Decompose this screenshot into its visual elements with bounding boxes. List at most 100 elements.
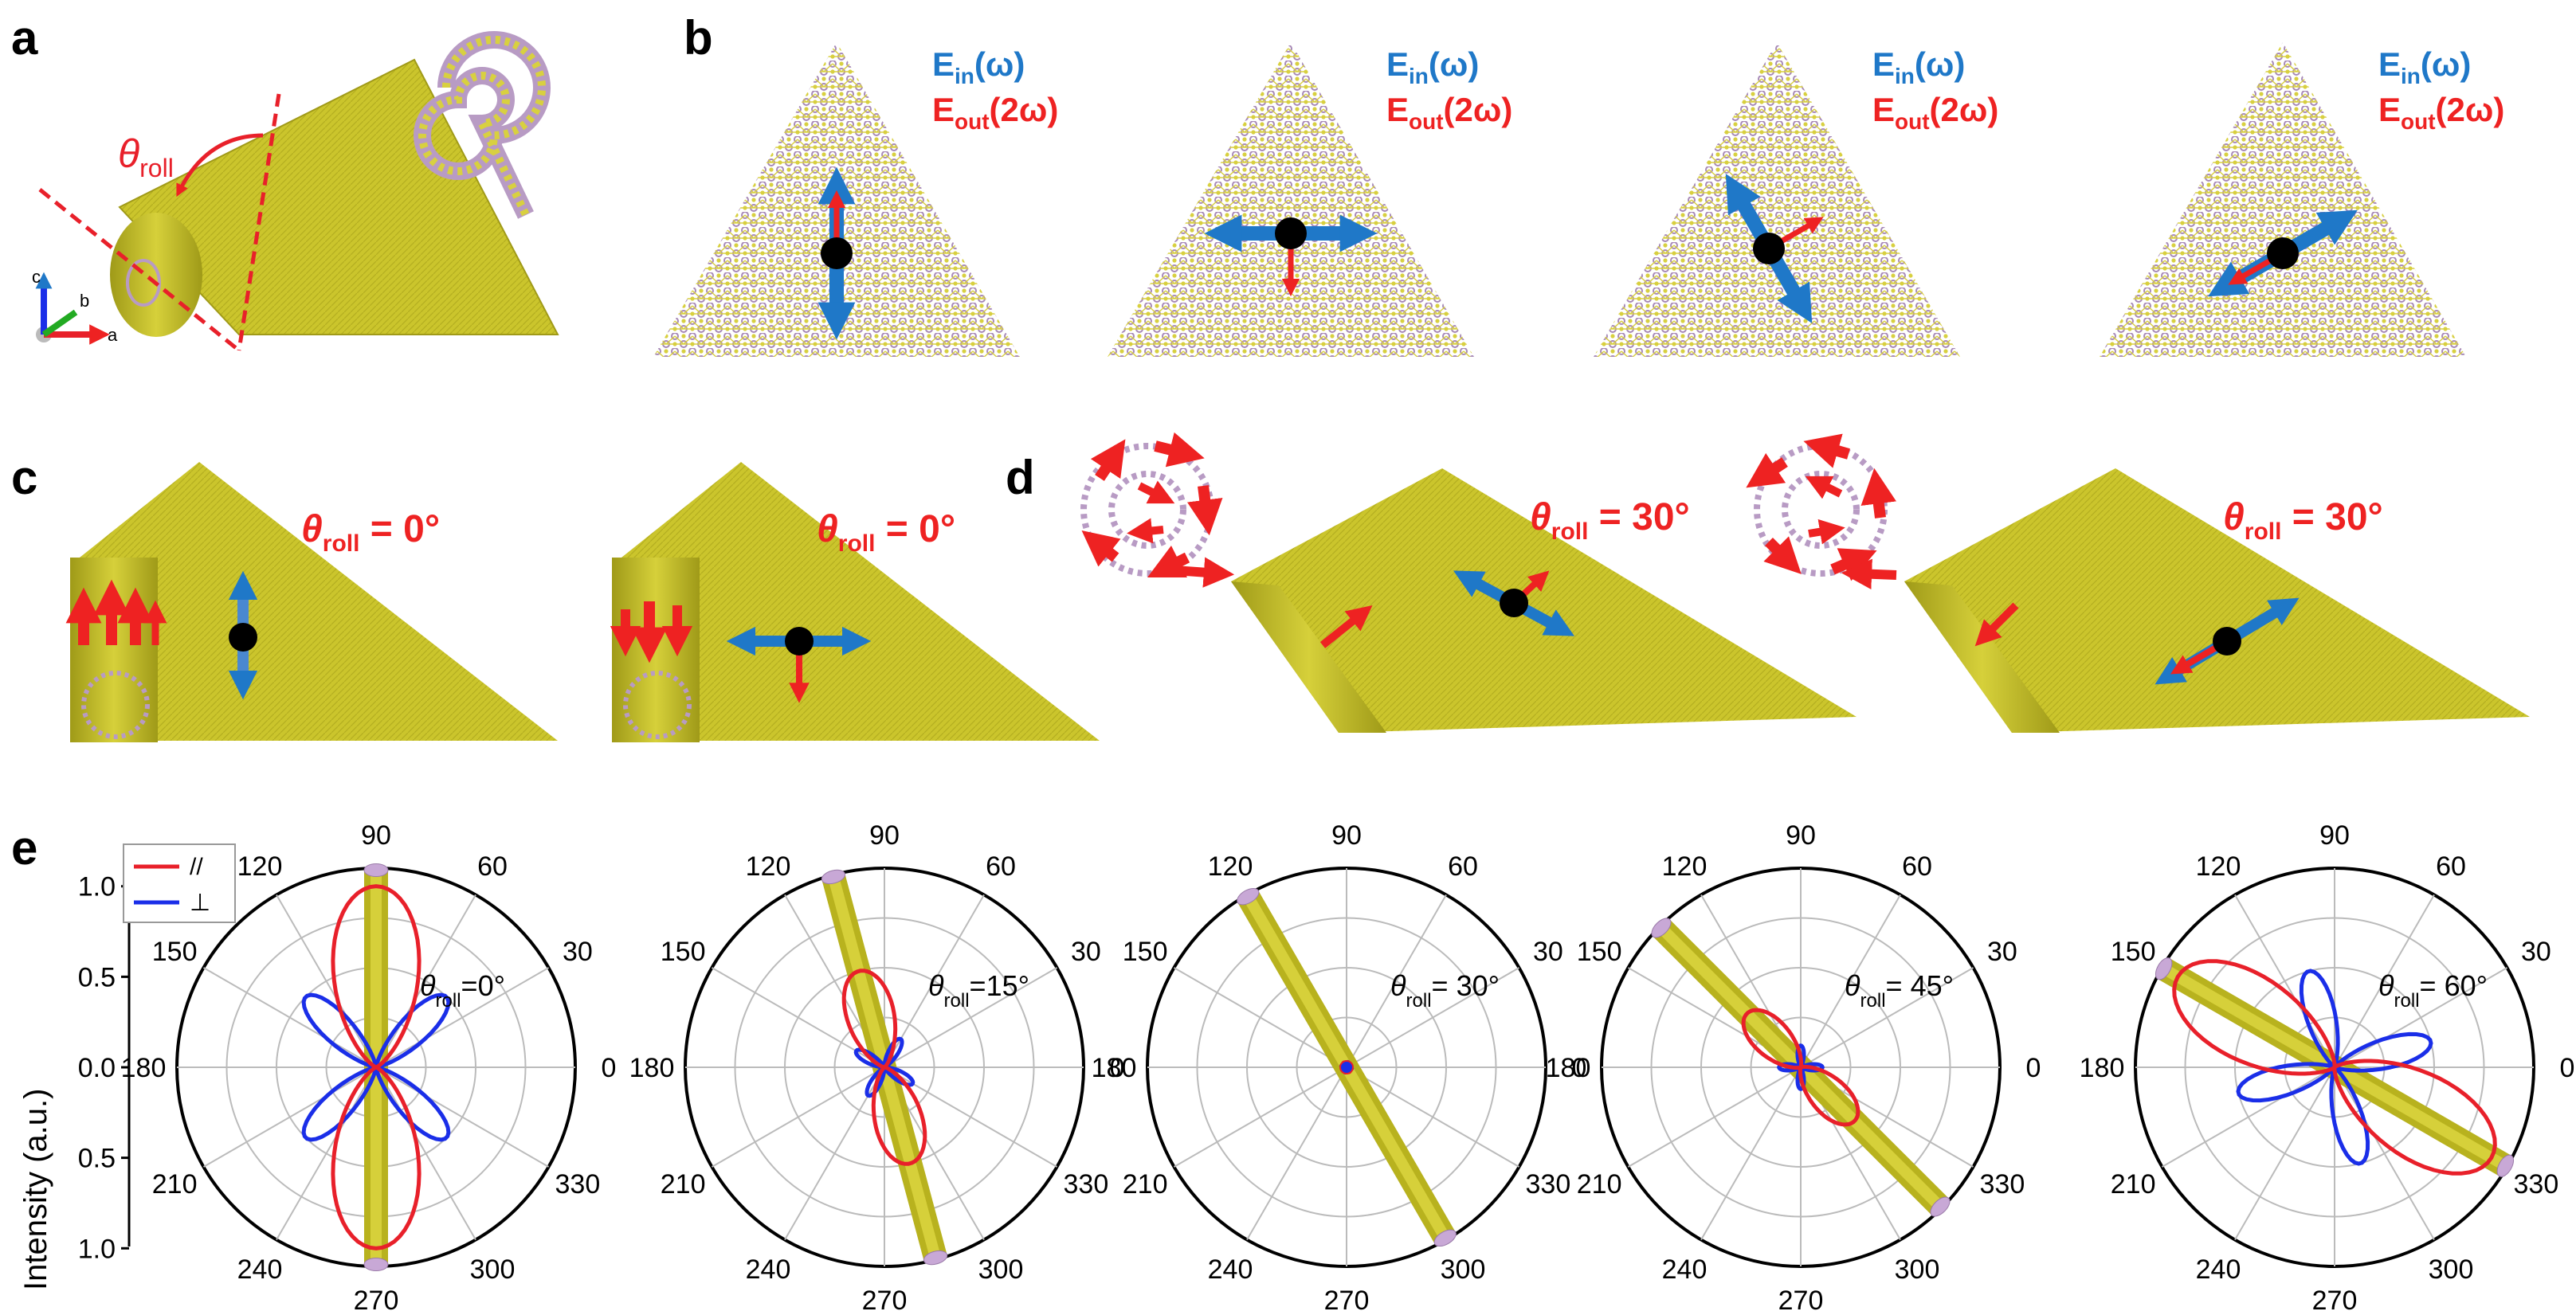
polar-spoke: [1346, 967, 1520, 1068]
legend-parallel-label: //: [190, 854, 203, 880]
ein-label: Ein(ω): [1872, 45, 1965, 88]
panel-c-label: c: [11, 451, 37, 504]
angle-tick-label: 270: [354, 1286, 399, 1315]
polar-spoke: [1800, 967, 1974, 1068]
angle-tick-label: 180: [1092, 1053, 1137, 1083]
angle-tick-label: 0: [1572, 1053, 1587, 1083]
rod-end-cap: [923, 1250, 948, 1266]
polar-spoke: [2234, 1066, 2335, 1241]
eout-arrow-d2a: [1974, 602, 2019, 647]
y-tick-label: 0.5: [78, 1144, 116, 1174]
polar-subtitle: θroll= 30°: [1390, 969, 1500, 1012]
polar-spoke: [2334, 967, 2508, 1068]
angle-tick-label: 180: [629, 1053, 675, 1083]
polar-spoke: [884, 967, 1058, 1068]
panel-e: e Intensity (a.u.) 1.00.50.00.51.0 // ⊥: [11, 821, 236, 1290]
angle-tick-label: 150: [1577, 937, 1622, 967]
polar-spoke: [1173, 1066, 1347, 1168]
angle-tick-label: 0: [2560, 1053, 2575, 1083]
y-axis-ticks: 1.00.50.00.51.0: [78, 872, 129, 1264]
polar-spoke: [2334, 1066, 2435, 1241]
theta-roll-a: θroll: [118, 131, 174, 182]
angle-tick-label: 270: [2312, 1286, 2358, 1315]
angle-tick-label: 60: [1902, 851, 1932, 882]
polar-spoke: [375, 1066, 550, 1168]
angle-tick-label: 150: [152, 937, 198, 967]
roll-d2: [1904, 581, 2060, 733]
sheet-c1: [80, 462, 558, 741]
ein-label: Ein(ω): [2378, 45, 2471, 88]
polar-spoke: [1173, 967, 1347, 1068]
roll-cylinder: [110, 213, 202, 337]
angle-tick-label: 180: [121, 1053, 167, 1083]
legend-box: [123, 843, 236, 923]
angle-tick-label: 240: [2196, 1254, 2241, 1285]
angle-tick-label: 60: [1448, 851, 1478, 882]
focus-dot: [821, 237, 853, 269]
panel-b-label: b: [684, 11, 713, 65]
theta-label-d2: θroll = 30°: [2223, 496, 2383, 545]
angle-tick-label: 30: [563, 937, 593, 967]
spiral-scroll: [414, 31, 551, 219]
polar-spoke: [276, 1066, 377, 1241]
polar-spoke: [711, 1066, 885, 1168]
polar-spoke: [1700, 1066, 1802, 1241]
eout-label: Eout(2ω): [1386, 91, 1512, 134]
angle-tick-label: 60: [477, 851, 508, 882]
polar-spoke: [2161, 1066, 2335, 1168]
eout-label: Eout(2ω): [932, 91, 1058, 134]
roll-end: [126, 259, 161, 307]
angle-tick-label: 90: [1331, 820, 1362, 851]
angle-tick-label: 270: [1324, 1286, 1370, 1315]
axis-a-label: a: [108, 325, 118, 345]
polar-spoke: [1246, 1066, 1347, 1241]
angle-tick-label: 0: [2026, 1053, 2041, 1083]
axis-c-label: c: [32, 267, 41, 287]
panel-e-label: e: [11, 821, 37, 875]
angle-tick-label: 210: [1123, 1169, 1168, 1200]
angle-tick-label: 330: [1526, 1169, 1571, 1200]
angle-tick-label: 330: [2514, 1169, 2559, 1200]
angle-tick-label: 300: [1441, 1254, 1486, 1285]
polar-spoke: [2234, 894, 2335, 1068]
sheet-c2: [621, 462, 1100, 741]
lattice-triangle: [2100, 42, 2466, 357]
roll-end-c1: [81, 671, 150, 739]
rod-end-cap: [1651, 918, 1672, 938]
polar-spoke: [1800, 894, 1901, 1068]
polar-spoke: [1346, 1066, 1520, 1168]
angle-tick-label: 0: [1110, 1053, 1125, 1083]
angle-tick-label: 30: [1987, 937, 2017, 967]
angle-tick-label: 210: [1577, 1169, 1622, 1200]
angle-tick-label: 300: [2429, 1254, 2474, 1285]
ein-label: Ein(ω): [1386, 45, 1479, 88]
angle-tick-label: 120: [1662, 851, 1708, 882]
angle-tick-label: 30: [1071, 937, 1101, 967]
focus-dot-d2: [2213, 627, 2241, 656]
focus-dot: [1275, 217, 1307, 249]
angle-tick-label: 60: [986, 851, 1016, 882]
angle-tick-label: 240: [746, 1254, 791, 1285]
angle-tick-label: 240: [1208, 1254, 1253, 1285]
angle-tick-label: 90: [2319, 820, 2350, 851]
angle-tick-label: 300: [1895, 1254, 1940, 1285]
eout-arrow-d1a: [1319, 605, 1373, 648]
angle-tick-label: 150: [2111, 937, 2156, 967]
panel-b: b: [684, 11, 713, 65]
polar-subtitle: θroll= 45°: [1845, 969, 1954, 1012]
y-tick-label: 0.5: [78, 962, 116, 992]
theta-label-c2: θroll = 0°: [817, 508, 955, 557]
angle-tick-label: 330: [1064, 1169, 1109, 1200]
lattice-panel-1: Ein(ω)Eout(2ω): [653, 42, 1058, 357]
polar-subtitle: θroll=0°: [420, 969, 505, 1012]
angle-tick-label: 90: [1786, 820, 1816, 851]
legend-perp-label: ⊥: [190, 890, 210, 916]
angle-tick-label: 270: [1778, 1286, 1824, 1315]
angle-tick-label: 330: [1980, 1169, 2025, 1200]
angle-tick-label: 330: [555, 1169, 601, 1200]
panel-d-label: d: [1006, 451, 1035, 504]
axis-b-label: b: [80, 291, 89, 311]
angle-tick-label: 300: [978, 1254, 1024, 1285]
